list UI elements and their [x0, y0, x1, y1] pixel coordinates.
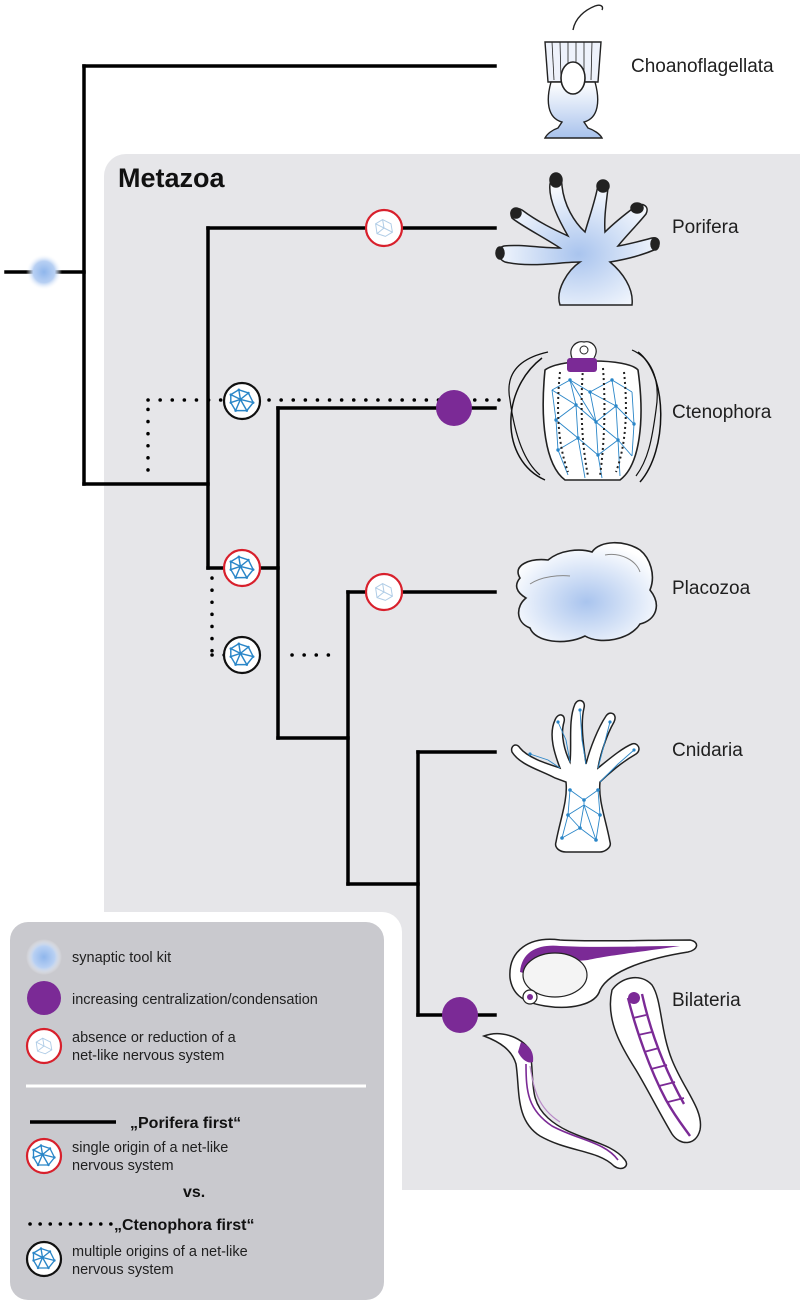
multiple-origin-marker-cnidaria	[222, 635, 262, 675]
legend-centralization-icon	[27, 981, 61, 1015]
placozoa-illustration	[515, 541, 658, 643]
synaptic-toolkit-marker	[26, 254, 62, 290]
cnidaria-illustration	[510, 699, 640, 853]
legend-multiple-text-1: multiple origins of a net-like	[72, 1244, 248, 1260]
legend-multiple-origin-icon	[25, 1240, 63, 1278]
taxon-placozoa: Placozoa	[672, 578, 751, 599]
legend-panel	[10, 922, 384, 1300]
centralization-marker-ctenophora	[436, 390, 472, 426]
legend-absence-text-2: net-like nervous system	[72, 1048, 224, 1064]
legend-absence-text-1: absence or reduction of a	[72, 1030, 237, 1046]
legend-synaptic-text: synaptic tool kit	[72, 950, 171, 966]
legend-absence-icon	[25, 1027, 63, 1065]
legend-synaptic-icon	[26, 939, 62, 975]
single-origin-marker	[222, 548, 262, 588]
legend-centralization-text: increasing centralization/condensation	[72, 992, 318, 1008]
taxon-bilateria: Bilateria	[672, 990, 741, 1011]
taxon-cnidaria: Cnidaria	[672, 740, 743, 761]
bilateria-flatworm-illustration	[609, 976, 702, 1144]
bilateria-fish-illustration	[509, 938, 698, 1009]
taxon-ctenophora: Ctenophora	[672, 402, 772, 423]
taxon-choanoflagellata: Choanoflagellata	[631, 56, 774, 77]
legend-multiple-text-2: nervous system	[72, 1262, 174, 1278]
taxon-porifera: Porifera	[672, 217, 739, 238]
legend: synaptic tool kit increasing centralizat…	[25, 939, 366, 1278]
legend-single-origin-icon	[25, 1137, 63, 1175]
porifera-illustration	[495, 172, 660, 306]
legend-single-text-1: single origin of a net-like	[72, 1140, 228, 1156]
multiple-origin-marker-ctenophora	[222, 381, 262, 421]
centralization-marker-bilateria	[442, 997, 478, 1033]
legend-ctenophora-first: „Ctenophora first“	[114, 1217, 254, 1234]
legend-single-text-2: nervous system	[72, 1158, 174, 1174]
legend-vs: vs.	[183, 1184, 205, 1201]
ctenophora-illustration	[508, 341, 662, 483]
reduction-marker-placozoa	[364, 572, 404, 612]
bilateria-nematode-illustration	[481, 1032, 628, 1170]
choanoflagellate-illustration	[543, 4, 604, 139]
legend-porifera-first: „Porifera first“	[130, 1115, 241, 1132]
metazoa-label: Metazoa	[118, 163, 226, 193]
reduction-marker-porifera	[364, 208, 404, 248]
